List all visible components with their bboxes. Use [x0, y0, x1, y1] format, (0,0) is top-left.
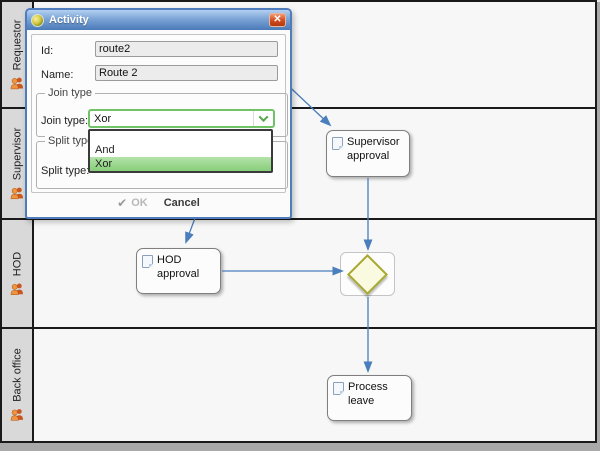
dialog-button-bar: ✔ OK Cancel: [27, 195, 290, 211]
lane-label: Back office: [11, 348, 23, 402]
join-type-combobox[interactable]: Xor: [88, 109, 275, 128]
lane-body-back-office[interactable]: [34, 329, 595, 441]
xor-gateway-diamond-icon: [346, 253, 389, 296]
dialog-title: Activity: [49, 14, 89, 26]
name-field[interactable]: [95, 65, 278, 81]
lane-header-hod[interactable]: HOD: [2, 220, 34, 327]
join-type-label: Join type:: [41, 115, 89, 127]
dialog-titlebar[interactable]: Activity ✕: [27, 10, 290, 30]
dropdown-option-and[interactable]: And: [95, 144, 115, 156]
people-icon: [10, 187, 24, 199]
people-icon: [10, 283, 24, 295]
name-label: Name:: [41, 69, 74, 81]
check-icon: ✔: [117, 196, 128, 210]
activity-dialog: Activity ✕ Id: Name: Join type Join type…: [25, 8, 292, 219]
task-label: HOD approval: [157, 254, 200, 280]
ok-button[interactable]: ✔ OK: [117, 196, 148, 210]
lane-label: Supervisor: [11, 127, 23, 180]
task-supervisor-approval[interactable]: Supervisor approval: [326, 130, 410, 177]
dropdown-option-xor[interactable]: Xor: [90, 157, 271, 171]
lane-header-back-office[interactable]: Back office: [2, 329, 34, 441]
chevron-down-icon: [258, 112, 269, 123]
lane-hod: HOD: [2, 220, 595, 329]
ok-button-label: OK: [131, 197, 148, 209]
task-hod-approval[interactable]: HOD approval: [136, 248, 221, 294]
id-field[interactable]: [95, 41, 278, 57]
people-icon: [10, 77, 24, 89]
dropdown-option-empty[interactable]: [90, 131, 271, 143]
combobox-value: Xor: [94, 112, 112, 125]
combobox-trigger-button[interactable]: [253, 111, 273, 126]
lane-body-hod[interactable]: [34, 220, 595, 327]
lane-label: HOD: [11, 251, 23, 276]
document-icon: [333, 382, 344, 395]
document-icon: [142, 255, 153, 268]
task-label: Supervisor approval: [347, 136, 400, 162]
activity-icon: [31, 13, 44, 27]
gateway-route-node[interactable]: [340, 252, 395, 296]
people-icon: [10, 409, 24, 421]
task-label: Process leave: [348, 381, 388, 407]
split-type-legend: Split type: [45, 135, 97, 147]
task-process-leave[interactable]: Process leave: [327, 375, 412, 421]
id-label: Id:: [41, 45, 54, 57]
document-icon: [332, 137, 343, 150]
lane-label: Requestor: [11, 19, 23, 70]
dialog-form-panel: Id: Name: Join type Join type: Split typ…: [31, 34, 288, 193]
cancel-button[interactable]: Cancel: [163, 197, 200, 209]
join-type-dropdown-list: And Xor: [88, 129, 273, 173]
join-type-legend: Join type: [45, 87, 96, 99]
close-icon[interactable]: ✕: [269, 13, 286, 27]
split-type-label: Split type:: [41, 165, 90, 177]
lane-back-office: Back office: [2, 329, 595, 441]
